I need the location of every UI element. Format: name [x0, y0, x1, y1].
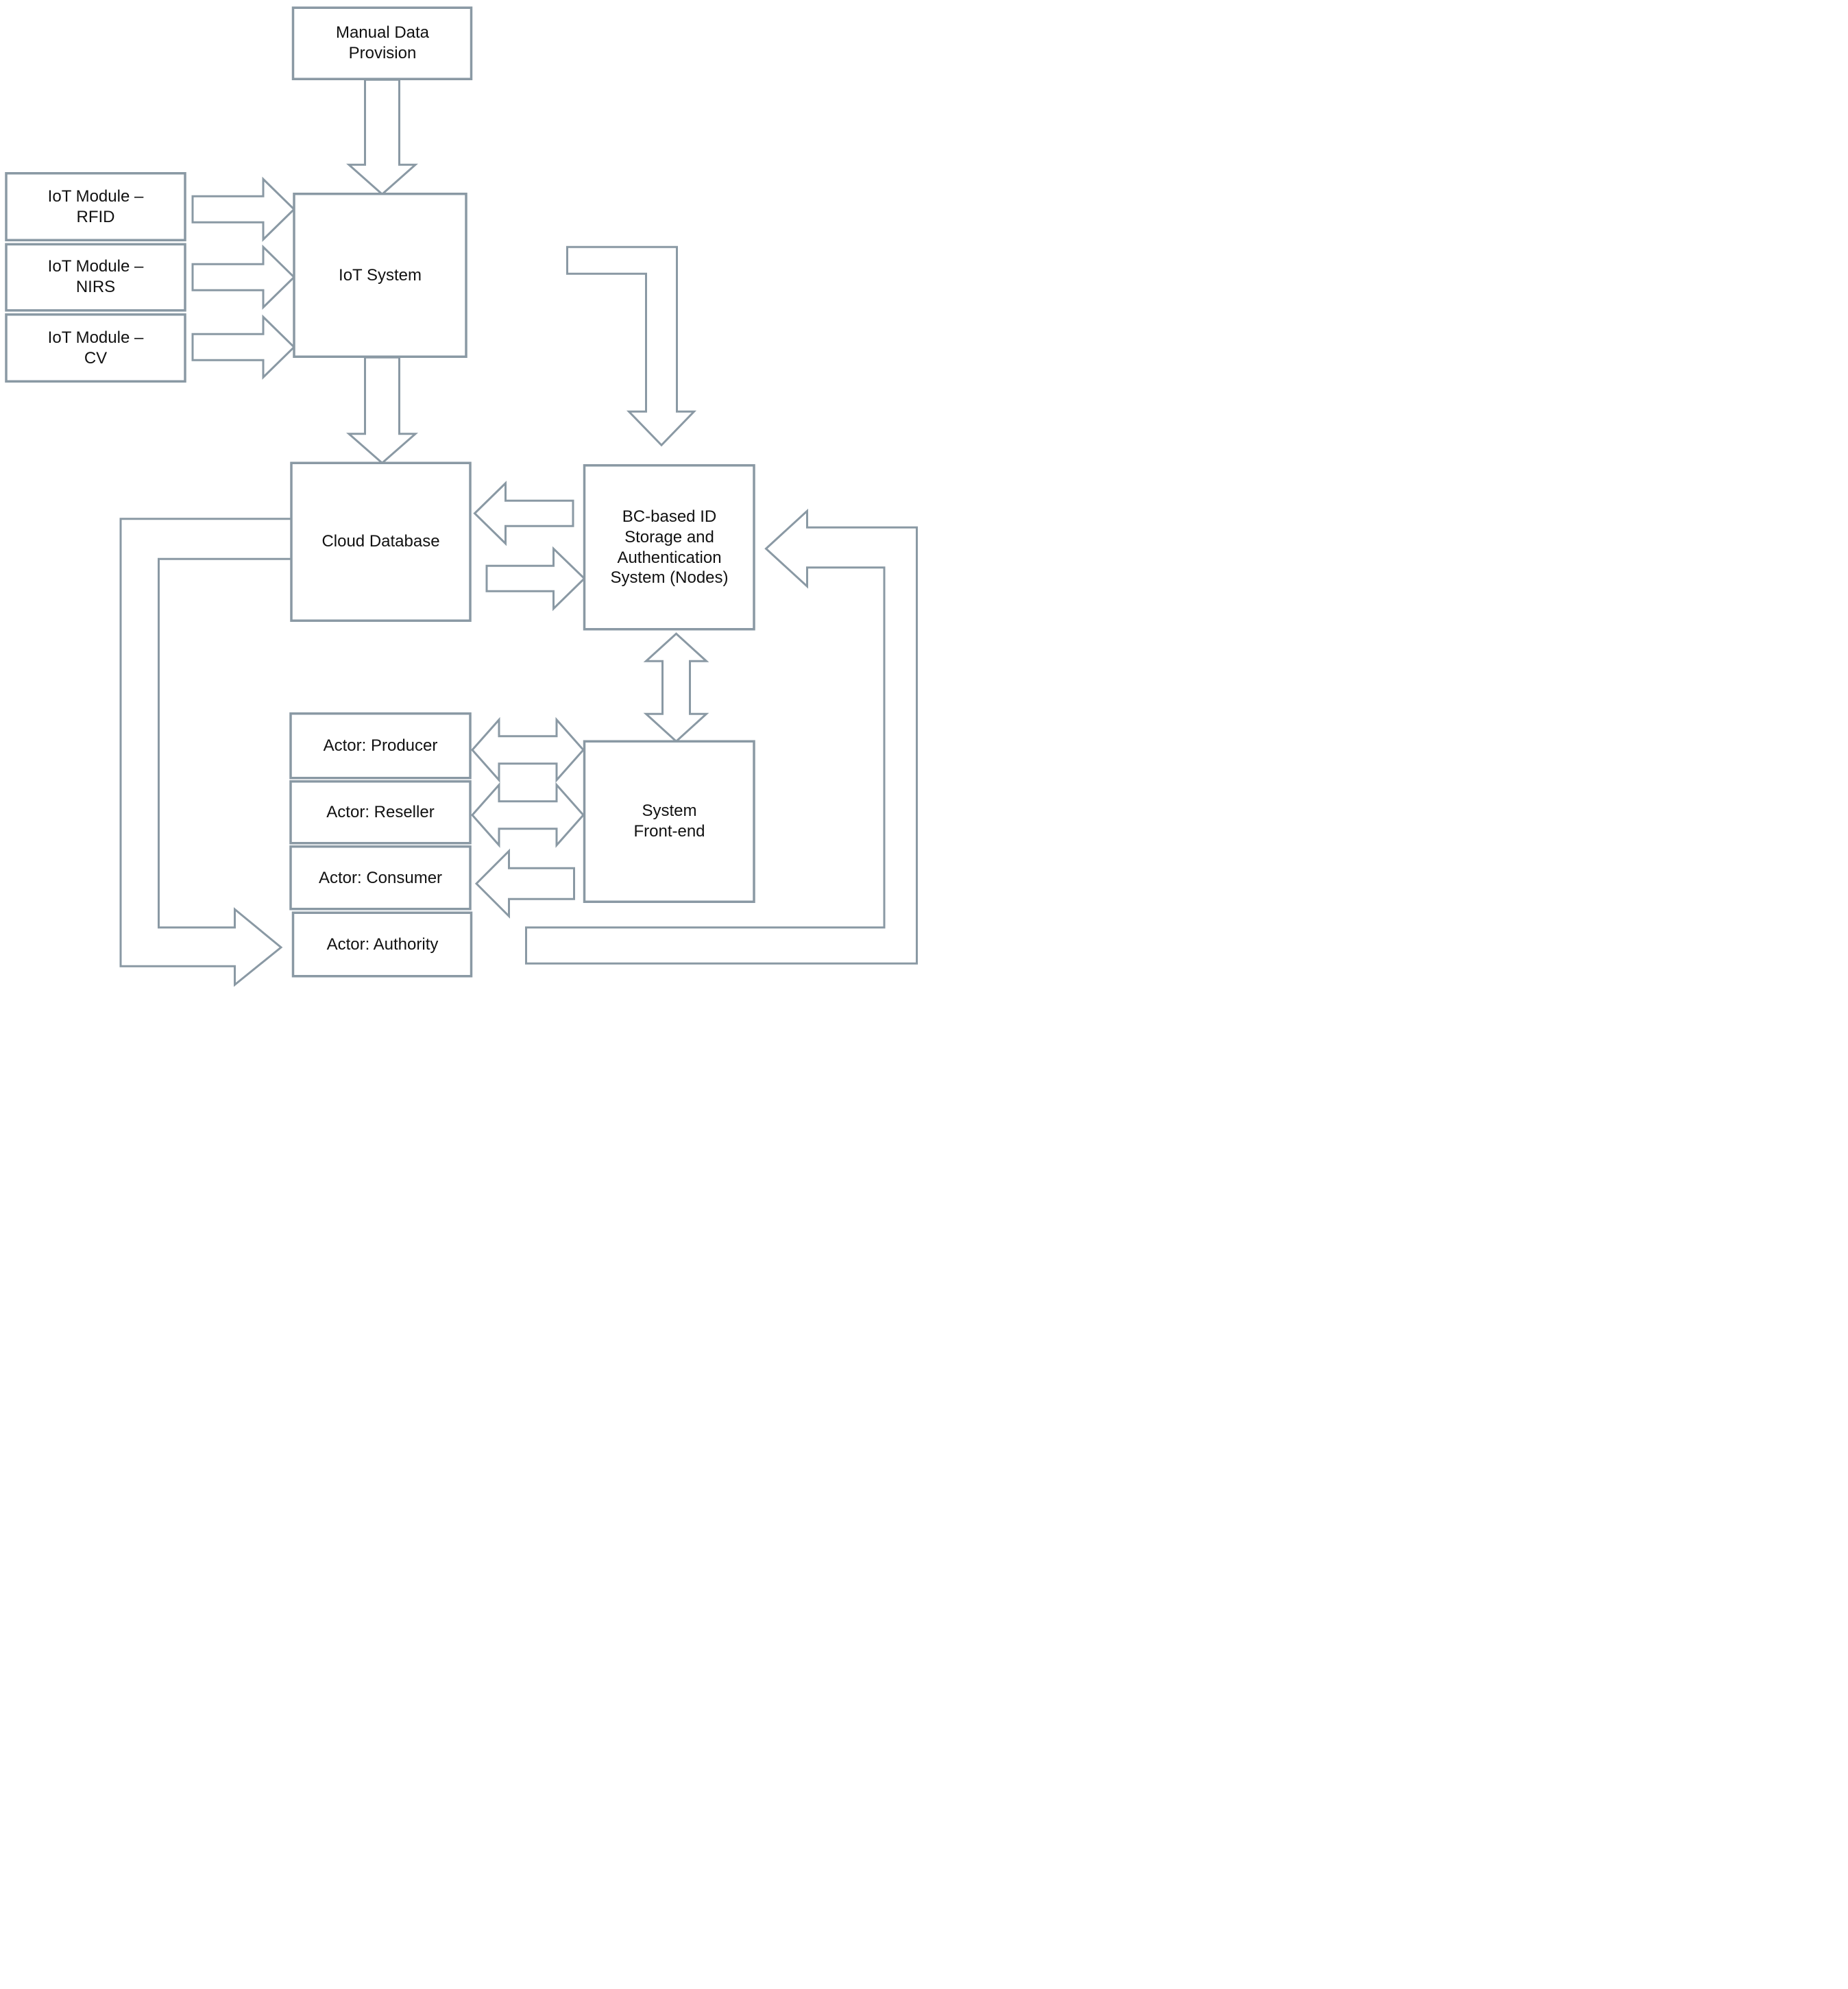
box-iot-module-cv	[5, 313, 186, 383]
box-iot-system	[293, 193, 467, 358]
box-cloud-database	[290, 461, 472, 622]
box-actor-producer	[289, 712, 472, 780]
arrow-iot-to-cloud	[346, 356, 418, 465]
arrow-bc-to-cloud	[473, 481, 574, 546]
arrow-nirs-to-iot	[191, 244, 296, 310]
box-actor-authority	[291, 911, 473, 978]
box-actor-reseller	[289, 780, 472, 845]
box-actor-consumer	[289, 845, 472, 911]
arrow-bc-frontend-twoway	[643, 632, 709, 743]
box-bc-system	[583, 464, 755, 631]
arrow-elbow-to-bc-top	[566, 245, 697, 447]
arrow-cv-to-iot	[191, 314, 296, 380]
arrow-cloud-to-authority-elbow	[119, 518, 293, 987]
arrow-frontend-to-bc-elbow	[525, 508, 918, 965]
arrow-producer-frontend-twoway	[470, 716, 585, 783]
arrow-frontend-to-consumer	[474, 848, 575, 919]
arrow-manual-to-iot	[346, 78, 418, 196]
architecture-diagram: Manual Data Provision IoT Module – RFID …	[0, 0, 924, 995]
box-iot-module-nirs	[5, 243, 186, 312]
box-system-frontend	[583, 740, 755, 903]
arrow-rfid-to-iot	[191, 176, 296, 242]
arrow-reseller-frontend-twoway	[470, 782, 585, 848]
box-iot-module-rfid	[5, 172, 186, 241]
diagram-shapes	[5, 6, 918, 987]
box-manual-data-provision	[291, 6, 473, 80]
arrow-cloud-to-bc	[485, 546, 586, 612]
